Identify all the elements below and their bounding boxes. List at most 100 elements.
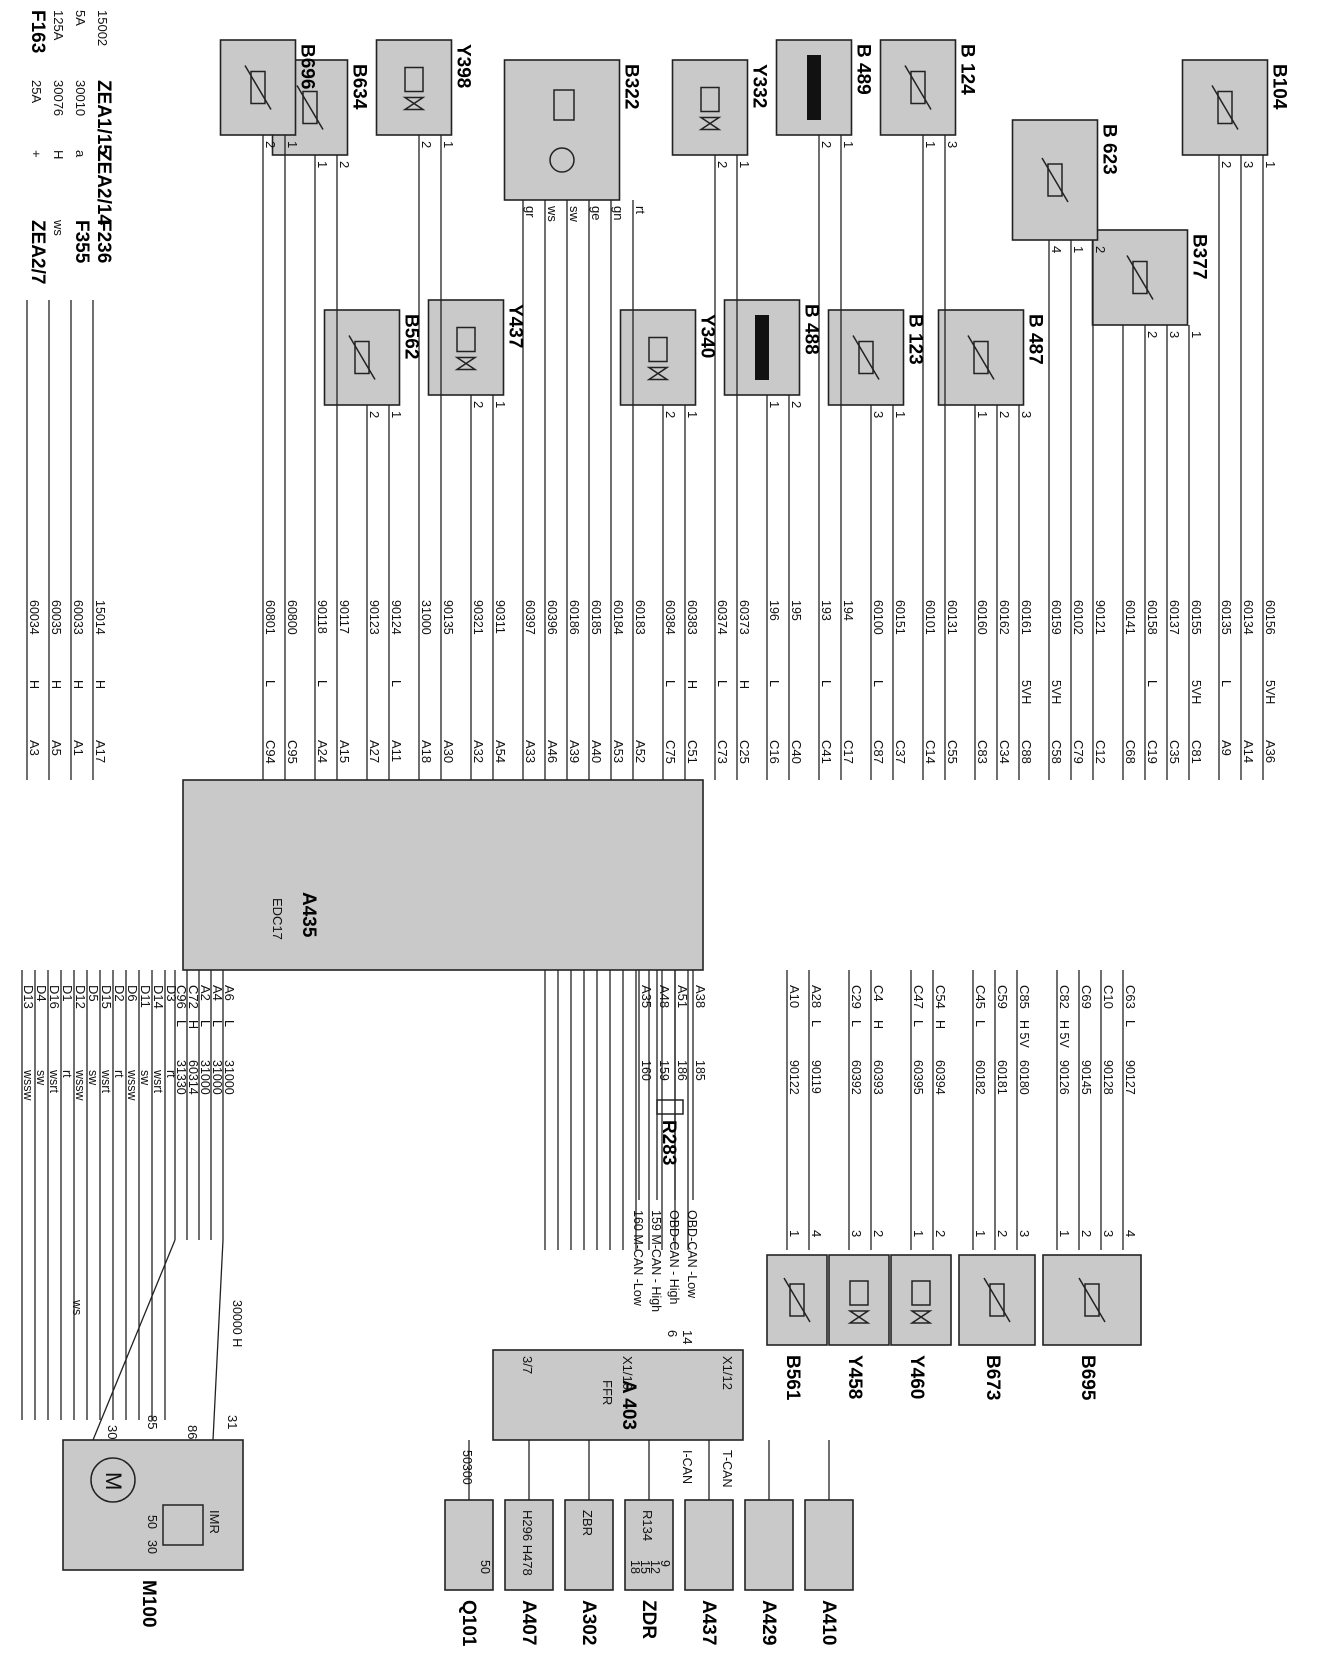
pin-number: 1	[787, 1230, 802, 1237]
wire-number: 90135	[441, 600, 455, 635]
pin-number: 3	[945, 141, 960, 148]
pin-number: ws	[545, 205, 560, 222]
ecu-pin: A30	[441, 740, 456, 763]
wire-number: 60159	[1049, 600, 1063, 635]
ecu-pin: C34	[997, 740, 1012, 764]
pin-number: 1	[767, 401, 782, 408]
ecu-pin: C4	[871, 985, 886, 1002]
wire-number: 60131	[945, 600, 959, 635]
wire-number: 195	[789, 600, 803, 621]
wire-number: 15014	[93, 600, 107, 635]
coil-symbol	[648, 336, 668, 363]
module-label: ZDR	[638, 1600, 659, 1639]
bus-label: T-CAN	[720, 1450, 734, 1488]
pin-number: 1	[315, 161, 330, 168]
supply-label: ZEA2/7	[27, 220, 48, 284]
module-inner: H296 H478	[520, 1510, 535, 1576]
wire-number: 90123	[367, 600, 381, 635]
module-a437: A437	[684, 1440, 734, 1645]
wire-number: 30000 H	[230, 1300, 244, 1347]
supply-label: ZEA1/15	[93, 80, 114, 155]
ecu-pin: C17	[841, 740, 856, 764]
ecu-pin: A4	[210, 985, 225, 1001]
ecu-pin: D13	[21, 985, 36, 1009]
component-label: B 489	[853, 44, 874, 95]
pin-number: 50	[478, 1560, 492, 1574]
ecu-pin: C81	[1189, 740, 1204, 764]
pin-number: 1	[441, 141, 456, 148]
wire-number: 60182	[973, 1060, 987, 1095]
wire-color: rt	[112, 1070, 126, 1078]
wire-color: wsrt	[99, 1069, 113, 1093]
pin-number: 2	[819, 141, 834, 148]
wire-number: 60134	[1241, 600, 1255, 635]
pin-number: 30	[105, 1425, 120, 1439]
component-label: Y340	[697, 314, 718, 358]
motor-symbol	[90, 1457, 136, 1503]
coil-symbol	[456, 326, 476, 353]
ecu-pin: A6	[222, 985, 237, 1001]
variable-arrow	[1041, 157, 1069, 203]
wire-number: 60158	[1145, 600, 1159, 635]
wire-number: 90126	[1057, 1060, 1071, 1095]
relay-pin: 30	[145, 1540, 159, 1554]
signal-label: L	[663, 680, 677, 687]
variable-arrow	[1126, 255, 1154, 300]
signal-label: L	[198, 1020, 212, 1027]
pin-number: 85	[145, 1415, 160, 1429]
ecu-pin: A24	[315, 740, 330, 763]
module-inner: ZBR	[580, 1510, 595, 1536]
wire-number: 90117	[337, 600, 351, 634]
signal-label: L	[1219, 680, 1233, 687]
ecu-pin: A52	[633, 740, 648, 763]
resistor-symbol	[1132, 260, 1148, 295]
wire-number: 90311	[493, 600, 507, 634]
ecu-pin: C96	[174, 985, 189, 1009]
ecu-pin: A17	[93, 740, 108, 763]
wire-color: sw	[34, 1070, 48, 1086]
signal-label: L	[809, 1020, 823, 1027]
variable-arrow	[904, 65, 932, 110]
bus-label: OBD-CAN - High	[667, 1210, 681, 1305]
ecu-pin: A46	[545, 740, 560, 763]
pin-number: 4	[809, 1230, 824, 1237]
supply-label: ws	[51, 219, 66, 236]
ecu-pin: C29	[849, 985, 864, 1009]
wire-number: 31330	[174, 1060, 188, 1095]
ecu-pin: A3	[27, 740, 42, 756]
signal-label: L	[871, 680, 885, 687]
wire-number: 60185	[589, 600, 603, 635]
ecu-pin: D2	[112, 985, 127, 1002]
component-label: B322	[621, 64, 642, 109]
signal-label: L	[911, 1020, 925, 1027]
pin-number: 1	[923, 141, 938, 148]
pin-number: 2	[337, 161, 352, 168]
pin-number: 1	[1071, 246, 1086, 253]
injector-row: D3rtD14wsrtD11swD6wsswD2rtD15wsrtD5swD12…	[21, 970, 179, 1420]
wire-color: wssw	[21, 1069, 35, 1102]
